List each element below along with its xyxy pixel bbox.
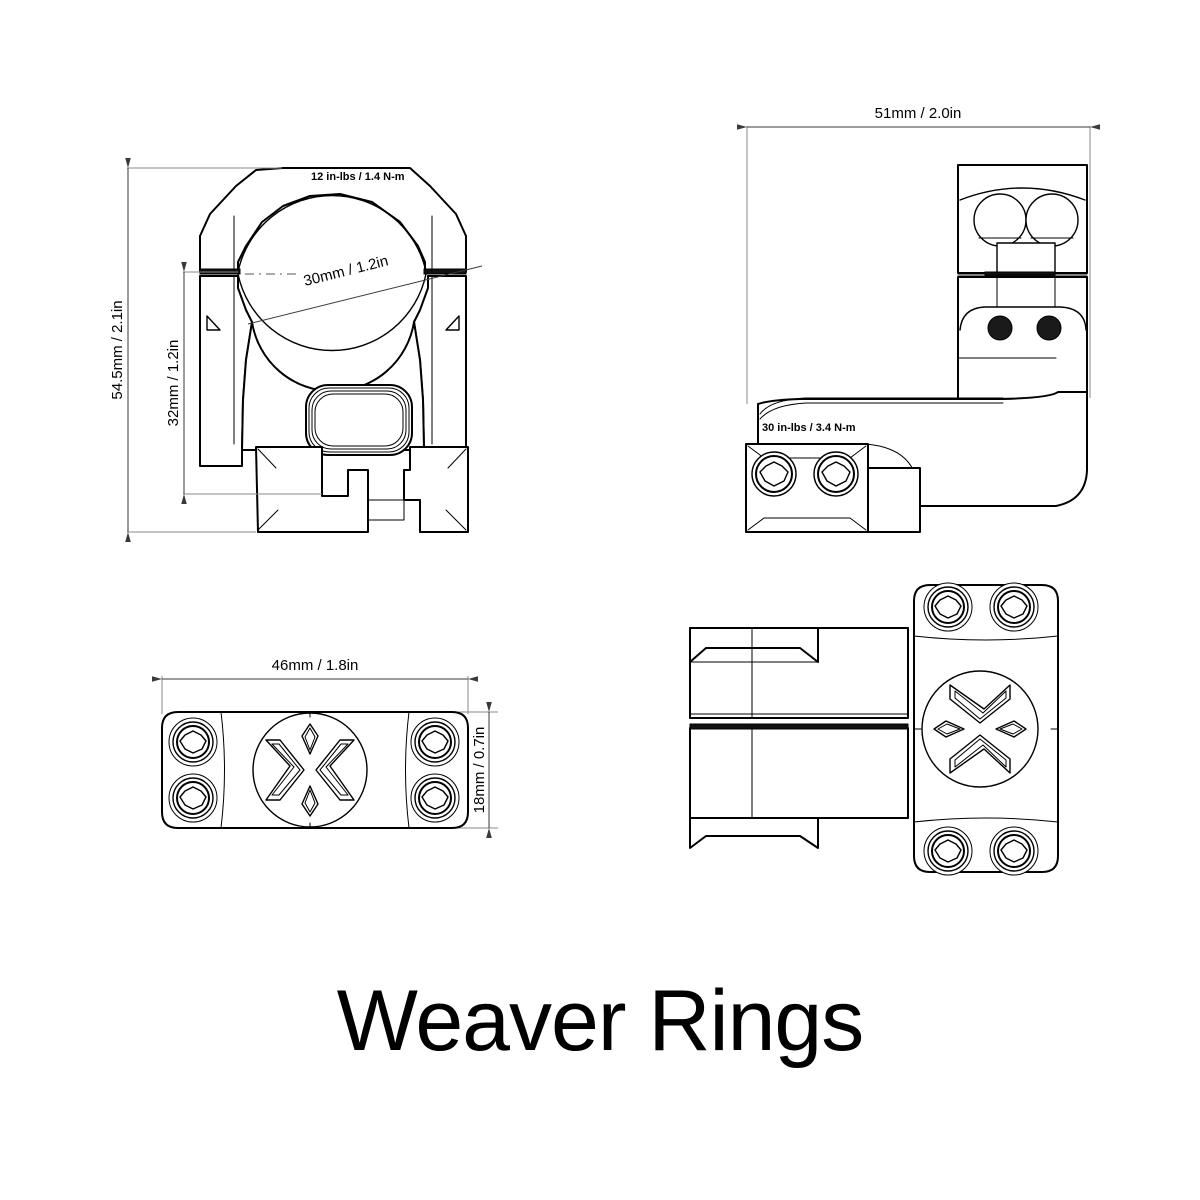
torx-screw-top-right-upper — [410, 717, 460, 767]
torx-screw-iso-tl — [923, 582, 973, 632]
ring-upper-cap-outline — [199, 167, 467, 273]
torx-screw-top-right-lower — [410, 773, 460, 823]
torx-screw-top-left-lower — [168, 773, 218, 823]
bore-diameter-leader — [247, 265, 483, 325]
vortex-logo-top-view — [265, 723, 355, 817]
ring-bore-bottom-arc — [237, 273, 427, 352]
cap-length-label: 46mm / 1.8in — [272, 657, 359, 674]
foot-chamfer-br — [849, 517, 867, 531]
center-height-label: 32mm / 1.2in — [165, 340, 182, 427]
side-body-shoulder — [959, 306, 1087, 331]
cap-sweep-left — [220, 711, 225, 829]
top-plan-view: 46mm / 1.8in 18mm / 0.7in — [152, 657, 498, 838]
bore-diameter-label: 30mm / 1.2in — [302, 252, 390, 289]
torx-screw-iso-tr — [989, 582, 1039, 632]
base-step-line — [367, 499, 405, 521]
rail-tongue — [867, 467, 921, 533]
ring-bore-top-arc — [237, 194, 427, 273]
recoil-pocket-inner-2 — [311, 390, 407, 450]
torx-screw-iso-bl — [923, 826, 973, 876]
rail-clamp-base-right — [403, 446, 469, 533]
knurled-pin-right — [1036, 315, 1062, 341]
side-ring-body-block — [957, 276, 1088, 405]
base-chamfer-br — [445, 509, 467, 531]
cap-screw-torque-label: 12 in-lbs / 1.4 N-m — [311, 171, 405, 183]
recoil-pocket-inner-1 — [308, 387, 410, 453]
side-elevation-view: 51mm / 2.0in — [737, 105, 1100, 533]
clamp-screw-torque-label: 30 in-lbs / 3.4 N-m — [762, 422, 856, 434]
chamfer-tick-left — [206, 315, 221, 331]
torx-screw-side-left — [751, 451, 797, 497]
base-chamfer-tr — [447, 448, 467, 469]
cap-width-label: 18mm / 0.7in — [471, 727, 488, 814]
arm-relief-line-2 — [759, 402, 1004, 420]
base-chamfer-bl — [257, 509, 279, 531]
torx-screw-side-right — [813, 451, 859, 497]
front-elevation-view: 12 in-lbs / 1.4 N-m 30mm / 1.2in 54.5mm … — [109, 158, 483, 542]
base-chamfer-tl — [257, 448, 277, 469]
overall-height-label: 54.5mm / 2.1in — [109, 300, 126, 399]
iso-medallion-circle — [921, 670, 1039, 788]
foot-chamfer-bl — [747, 517, 765, 531]
parting-line-right — [423, 268, 467, 275]
recoil-pocket-inner-3 — [314, 393, 404, 447]
iso-rail-split-band — [689, 723, 909, 730]
torx-screw-top-left-upper — [168, 717, 218, 767]
cap-medallion-circle — [252, 712, 368, 828]
recoil-pocket-outer — [305, 384, 413, 456]
iso-rail-cap-bottom — [689, 817, 819, 849]
cap-sweep-right — [405, 711, 410, 829]
vortex-logo-iso-view — [933, 684, 1027, 774]
arm-relief-line-1 — [759, 397, 1004, 415]
page-title: Weaver Rings — [337, 973, 864, 1069]
overall-length-label: 51mm / 2.0in — [875, 105, 962, 122]
chamfer-tick-right — [445, 315, 460, 331]
isometric-plan-view — [689, 582, 1059, 876]
foot-chamfer-tr — [849, 445, 867, 459]
side-cap-dome-arc — [959, 187, 1086, 201]
side-bore-neck — [996, 242, 1056, 274]
iso-rail-body-upper — [689, 627, 909, 719]
torx-screw-iso-br — [989, 826, 1039, 876]
iso-cap-sweep-top — [913, 635, 1059, 641]
iso-cap-sweep-bottom — [913, 817, 1059, 823]
rail-clamp-base-left — [255, 446, 369, 533]
iso-rail-body-lower — [689, 727, 909, 819]
knurled-pin-left — [987, 315, 1013, 341]
